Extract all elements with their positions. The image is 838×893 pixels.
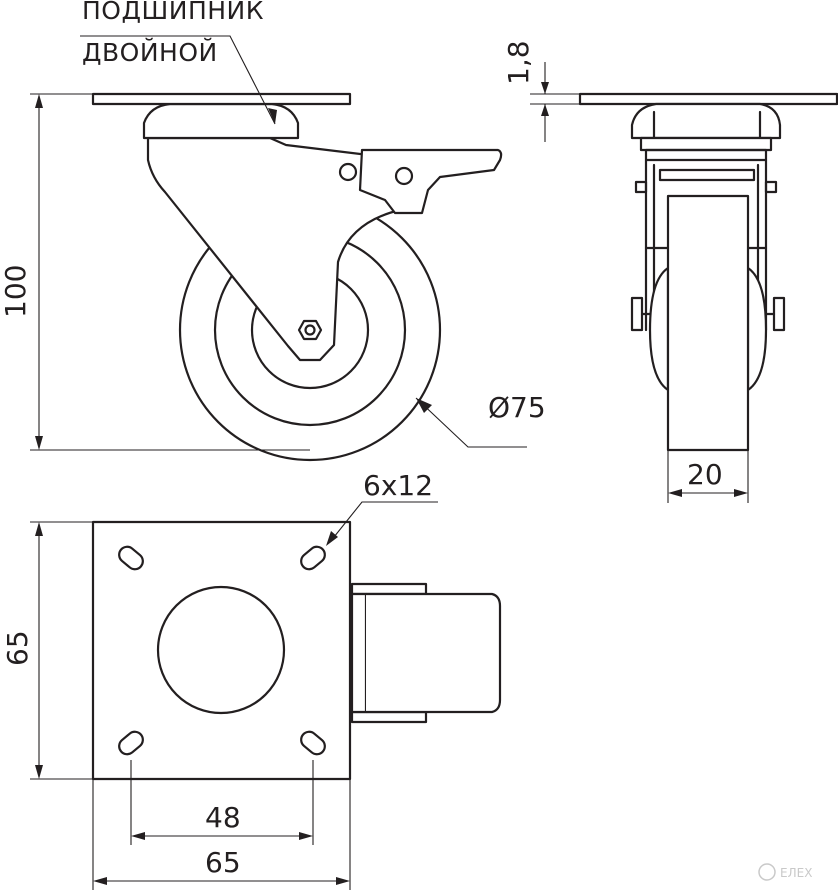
- plate-thickness-label: 1,8: [502, 40, 535, 85]
- axle-bolt: [304, 324, 316, 336]
- front-wheel: [666, 194, 750, 452]
- top-wheel: [366, 592, 502, 714]
- bearing-label-line1: ПОДШИПНИК: [82, 0, 264, 25]
- mounting-hole: [300, 545, 326, 571]
- height-label: 100: [0, 265, 32, 318]
- bearing-leader: [80, 35, 276, 125]
- bearing-label-line2: ДВОЙНОЙ: [82, 38, 218, 67]
- watermark-logo-icon: [758, 863, 776, 881]
- axle-nut: [297, 319, 323, 341]
- mounting-hole: [118, 730, 144, 756]
- wheel-width-label: 20: [687, 458, 723, 491]
- top-view: [30, 501, 502, 890]
- hole-size-label: 6x12: [363, 469, 433, 502]
- plate-height-label: 65: [1, 630, 34, 666]
- mounting-hole: [118, 545, 144, 571]
- hole-leader: [329, 501, 438, 543]
- wheel-diameter-label: Ø75: [488, 391, 546, 424]
- plate-width-label: 65: [205, 846, 241, 879]
- mounting-hole: [300, 730, 326, 756]
- brake-lever: [358, 148, 503, 215]
- hole-spacing-label: 48: [205, 801, 241, 834]
- top-plate: [91, 92, 352, 106]
- diameter-leader: [415, 397, 527, 448]
- front-view: [530, 62, 838, 503]
- front-top-plate: [578, 92, 838, 106]
- pivot-hole-1: [338, 162, 358, 182]
- watermark-text: ЕЛЕХ: [780, 866, 812, 880]
- center-boss: [156, 585, 286, 715]
- side-view: [30, 35, 527, 462]
- pivot-hole-2: [394, 166, 414, 186]
- front-bearing-housing: [630, 102, 782, 140]
- mounting-plate: [91, 520, 352, 781]
